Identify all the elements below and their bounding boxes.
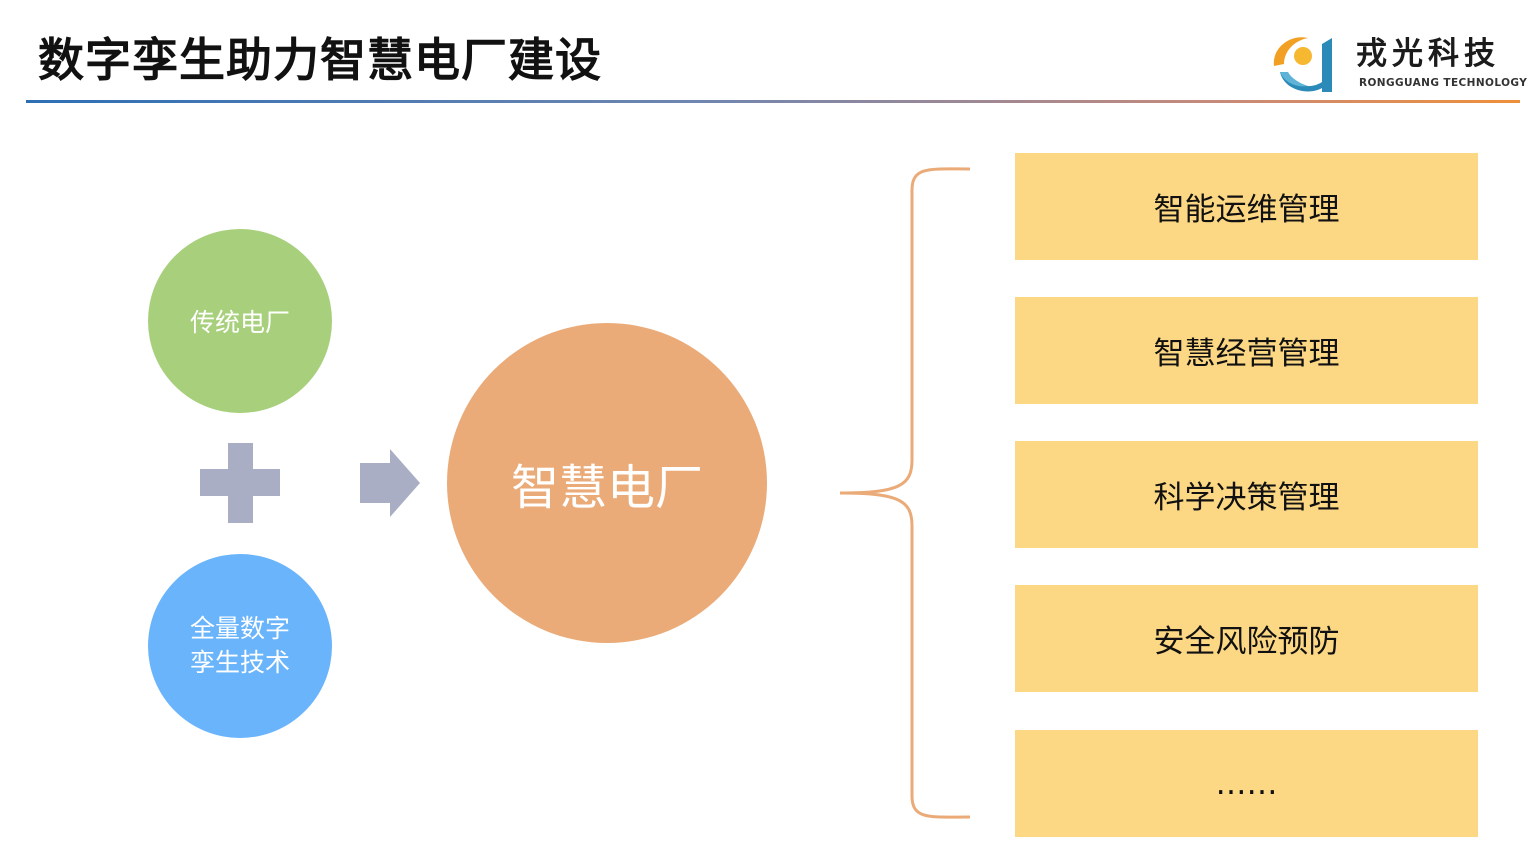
traditional-plant-circle: 传统电厂 [148, 229, 332, 413]
output-box-safety: 安全风险预防 [1015, 585, 1478, 692]
digital-twin-label-line2: 孪生技术 [189, 648, 290, 677]
page-title: 数字孪生助力智慧电厂建设 [38, 33, 602, 87]
header-divider [26, 100, 1520, 103]
output-label: 智能运维管理 [1153, 192, 1340, 228]
smart-plant-circle: 智慧电厂 [447, 323, 767, 643]
logo-mark-icon [1273, 37, 1332, 92]
smart-plant-label: 智慧电厂 [510, 460, 703, 516]
curly-brace [840, 167, 971, 819]
plus-icon-bar [200, 469, 280, 496]
output-label: 科学决策管理 [1153, 480, 1340, 516]
digital-twin-label: 全量数字 孪生技术 [190, 612, 290, 680]
logo-name-cn: 戎光科技 [1356, 36, 1500, 72]
output-box-decision: 科学决策管理 [1015, 441, 1478, 548]
output-box-operation: 智慧经营管理 [1015, 297, 1478, 404]
company-logo: 戎光科技 RONGGUANG TECHNOLOGY [1270, 30, 1527, 96]
logo-name-en: RONGGUANG TECHNOLOGY [1359, 77, 1528, 89]
output-label: 智慧经营管理 [1153, 336, 1340, 372]
output-label: 安全风险预防 [1153, 624, 1340, 660]
output-label: …… [1215, 765, 1278, 802]
digital-twin-label-line1: 全量数字 [189, 614, 290, 643]
traditional-plant-label: 传统电厂 [189, 308, 290, 337]
digital-twin-circle: 全量数字 孪生技术 [148, 554, 332, 738]
output-box-om: 智能运维管理 [1015, 153, 1478, 260]
arrow-right-icon [360, 449, 420, 517]
output-box-more: …… [1015, 730, 1478, 837]
